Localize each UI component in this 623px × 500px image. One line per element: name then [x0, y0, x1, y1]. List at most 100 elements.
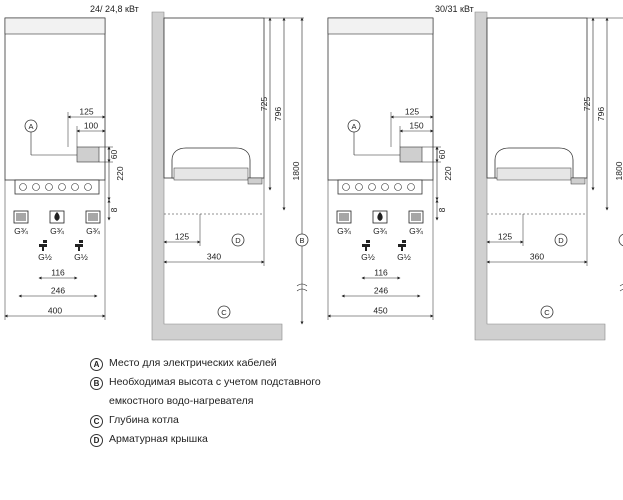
legend-text-a: Место для электрических кабелей: [109, 357, 277, 369]
panel-1-label-d-circle: [231, 233, 245, 247]
panel-2-conn-icon-2-flame: [377, 212, 383, 221]
panel-2-dim-8-label: 8: [437, 207, 447, 212]
panel-1-tap-icon-1-body: [39, 244, 47, 251]
legend-item-c: C Глубина котла: [90, 411, 350, 430]
panel-2-conn-1: G¾: [337, 226, 352, 236]
panel-1-conn-2: G¾: [50, 226, 65, 236]
panel-2-dim-116: 116: [361, 268, 401, 280]
panel-1-dim-8: 8: [107, 199, 119, 221]
panel-2-label-c: C: [540, 305, 554, 319]
panel-1-dim-246-label: 246: [51, 286, 65, 296]
panel-2-dim-125b: 125: [486, 232, 524, 244]
panel-1-valve-port: [58, 183, 66, 191]
panel-2-cable-area: [399, 146, 423, 163]
panel-1-label-c-circle: [217, 305, 231, 319]
panel-1-conn-1: G¾: [14, 226, 29, 236]
panel-2-dim-100: 150: [399, 121, 434, 133]
panel-1-dim-width-label: 400: [48, 306, 62, 316]
panel-2-dim-725-label: 725: [582, 97, 592, 111]
panel-2-dim-125b-label: 125: [498, 232, 512, 242]
panel-1-tap-icon-2-body: [75, 244, 83, 251]
panel-2-tap-1: G½: [361, 252, 375, 262]
panel-2-conn-icon-3: [408, 210, 424, 224]
panel-1-dim-246: 246: [18, 286, 98, 298]
panel-1-dim-1800: 1800: [291, 17, 304, 325]
panel-1-label-c: C: [217, 305, 231, 319]
panel-2-fittings: [496, 167, 572, 181]
panel-2-break-mark: [619, 284, 623, 292]
panel-1-dim-125-label: 125: [79, 107, 93, 117]
panel-2-dim-246-label: 246: [374, 286, 388, 296]
panel-1-dim-725-label: 725: [259, 97, 269, 111]
panel-1-valve-port: [32, 183, 40, 191]
panel-2-dim-100-label: 150: [409, 121, 423, 131]
legend-item-b: B Необходимая высота с учетом подставног…: [90, 373, 350, 411]
panel-1-label-a: A: [24, 119, 38, 133]
panel-2-dim-796-label: 796: [596, 107, 606, 121]
legend-key-c: C: [90, 415, 103, 428]
panel-1-valve-port: [71, 183, 79, 191]
panel-1-label-d: D: [231, 233, 245, 247]
panel-1-dim-220-label: 220: [115, 166, 125, 180]
panel-2-label-d: D: [554, 233, 568, 247]
panel-2-front-top: [327, 17, 434, 35]
panel-2-dim-width: 450: [327, 306, 434, 318]
panel-1-conn-icon-1: [13, 210, 29, 224]
panel-1-dim-125b: 125: [163, 232, 201, 244]
panel-1-dim-60-label: 60: [109, 150, 119, 160]
panel-2-dim-60: 60: [435, 146, 447, 163]
panel-1-label-d-letter: D: [235, 236, 241, 245]
panel-2-label-b: B: [618, 233, 623, 247]
panel-1-conn-icon-3: [85, 210, 101, 224]
panel-1-dim-100-label: 100: [84, 121, 98, 131]
panel-1-dim-60: 60: [107, 146, 119, 163]
legend-text-b: Необходимая высота с учетом подставного …: [109, 376, 321, 407]
panel-2-label-a: A: [347, 119, 361, 133]
panel-2-header: 30/31 кВт: [435, 4, 474, 14]
panel-1-front-top: [4, 17, 106, 35]
panel-2-tap-icon-2-handle: [402, 240, 406, 243]
panel-1-dim-220: 220: [107, 146, 125, 201]
panel-2-tap-icon-2-body: [398, 244, 406, 251]
legend-text-d: Арматурная крышка: [109, 433, 208, 445]
panel-2-dim-725: 725: [582, 17, 595, 191]
panel-1-dim-796-label: 796: [273, 107, 283, 121]
panel-1-tap-icon-2: [75, 240, 83, 251]
panel-1-valve-port: [84, 183, 92, 191]
panel-2-valve-port: [407, 183, 415, 191]
panel-2-dim-width-label: 450: [373, 306, 387, 316]
panel-2-dim-796: 796: [596, 17, 609, 211]
panel-2-dim-1800: 1800: [614, 161, 623, 180]
panel-2-label-b-circle: [618, 233, 623, 247]
panel-2-dim-depth-label: 360: [530, 252, 544, 262]
panel-2-dim-8: 8: [435, 199, 447, 221]
panel-2-dim-60-label: 60: [437, 150, 447, 160]
legend-text-c: Глубина котла: [109, 414, 179, 426]
panel-2-valve-port: [381, 183, 389, 191]
panel-1-dim-100: 100: [76, 121, 106, 133]
panel-1-dim-116: 116: [38, 268, 78, 280]
panel-1-valve-port: [19, 183, 27, 191]
panel-2-label-a-letter: A: [351, 122, 356, 131]
panel-1-valve-port: [45, 183, 53, 191]
legend: A Место для электрических кабелей B Необ…: [90, 354, 350, 449]
panel-1-dim-1800-label: 1800: [291, 161, 301, 180]
panel-1-fittings: [173, 167, 249, 181]
panel-1-tap-icon-2-handle: [79, 240, 83, 243]
panel-2-tap-icon-1: [362, 240, 370, 251]
panel-2-dim-220-label: 220: [443, 166, 453, 180]
panel-2-label-d-circle: [554, 233, 568, 247]
panel-1-tap-1: G½: [38, 252, 52, 262]
panel-2-conn-icon-2: [372, 210, 388, 224]
panel-1-label-b-letter: B: [299, 236, 304, 245]
panel-1-header: 24/ 24,8 кВт: [90, 4, 139, 14]
panel-2-dim-116-label: 116: [374, 268, 388, 278]
panel-2-dim-246: 246: [341, 286, 421, 298]
panel-2-label-c-letter: C: [544, 308, 550, 317]
legend-key-d: D: [90, 434, 103, 447]
panel-2-tap-icon-1-handle: [366, 240, 370, 243]
panel-2-dim-125-label: 125: [405, 107, 419, 117]
panel-1-wall: [151, 11, 283, 341]
panel-2-conn-2: G¾: [373, 226, 388, 236]
